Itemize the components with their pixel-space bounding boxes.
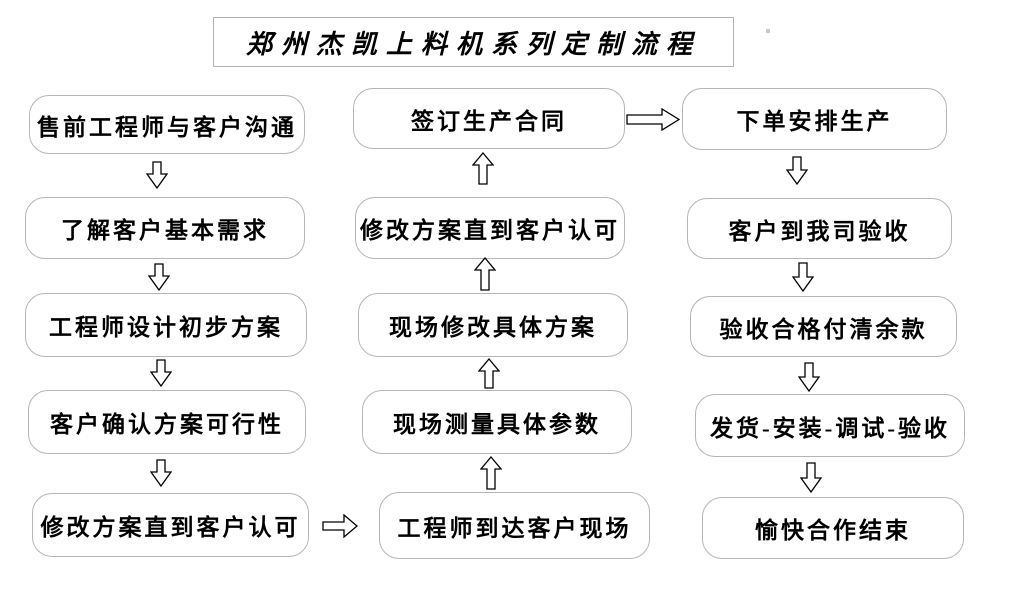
step-label: 修改方案直到客户认可 bbox=[360, 218, 620, 243]
step-label: 下单安排生产 bbox=[736, 109, 893, 134]
step-understand-basic-needs: 了解客户基本需求 bbox=[25, 197, 305, 259]
step-onsite-modify-plan: 现场修改具体方案 bbox=[358, 293, 628, 357]
up-arrow-icon bbox=[472, 152, 494, 185]
step-label: 工程师设计初步方案 bbox=[49, 315, 283, 340]
down-arrow-icon bbox=[786, 156, 808, 185]
step-ship-install-debug-accept: 发货-安装-调试-验收 bbox=[695, 394, 965, 457]
step-label: 客户确认方案可行性 bbox=[50, 412, 284, 437]
down-arrow-icon bbox=[792, 262, 814, 292]
down-arrow-icon bbox=[798, 362, 820, 392]
step-label: 售前工程师与客户沟通 bbox=[37, 114, 297, 140]
anchor-dot bbox=[766, 29, 770, 33]
right-arrow-icon bbox=[626, 108, 680, 131]
flowchart-title-box: 郑州杰凯上料机系列定制流程 bbox=[213, 17, 734, 67]
step-pay-remaining-balance: 验收合格付清余款 bbox=[690, 296, 957, 357]
down-arrow-icon bbox=[150, 359, 172, 387]
step-onsite-measure-params: 现场测量具体参数 bbox=[362, 390, 632, 454]
right-arrow-icon bbox=[322, 514, 358, 538]
step-label: 验收合格付清余款 bbox=[719, 316, 928, 342]
up-arrow-icon bbox=[478, 358, 500, 389]
step-engineer-arrive-site: 工程师到达客户现场 bbox=[379, 492, 650, 559]
step-label: 现场测量具体参数 bbox=[393, 412, 601, 437]
up-arrow-icon bbox=[474, 257, 496, 291]
step-label: 签订生产合同 bbox=[411, 108, 567, 134]
step-revise-until-approved-middle: 修改方案直到客户认可 bbox=[355, 197, 625, 259]
step-label: 了解客户基本需求 bbox=[61, 218, 269, 243]
step-label: 工程师到达客户现场 bbox=[397, 515, 632, 541]
step-presales-communication: 售前工程师与客户沟通 bbox=[29, 95, 305, 154]
down-arrow-icon bbox=[146, 161, 168, 189]
step-customer-confirm-feasibility: 客户确认方案可行性 bbox=[28, 390, 306, 454]
step-engineer-design-draft: 工程师设计初步方案 bbox=[25, 293, 307, 357]
down-arrow-icon bbox=[148, 263, 170, 291]
step-revise-until-approved-left: 修改方案直到客户认可 bbox=[32, 493, 309, 557]
flowchart-title: 郑州杰凯上料机系列定制流程 bbox=[245, 29, 701, 59]
step-label: 愉快合作结束 bbox=[755, 518, 911, 543]
down-arrow-icon bbox=[800, 462, 822, 493]
step-place-order-production: 下单安排生产 bbox=[682, 88, 947, 150]
step-label: 发货-安装-调试-验收 bbox=[710, 415, 950, 441]
step-happy-cooperation-end: 愉快合作结束 bbox=[702, 497, 964, 559]
up-arrow-icon bbox=[480, 456, 502, 490]
step-label: 修改方案直到客户认可 bbox=[40, 515, 301, 540]
step-customer-inspect-at-company: 客户到我司验收 bbox=[687, 198, 952, 259]
step-label: 现场修改具体方案 bbox=[389, 315, 597, 340]
step-sign-production-contract: 签订生产合同 bbox=[353, 88, 625, 149]
down-arrow-icon bbox=[150, 459, 172, 487]
step-label: 客户到我司验收 bbox=[728, 218, 911, 244]
